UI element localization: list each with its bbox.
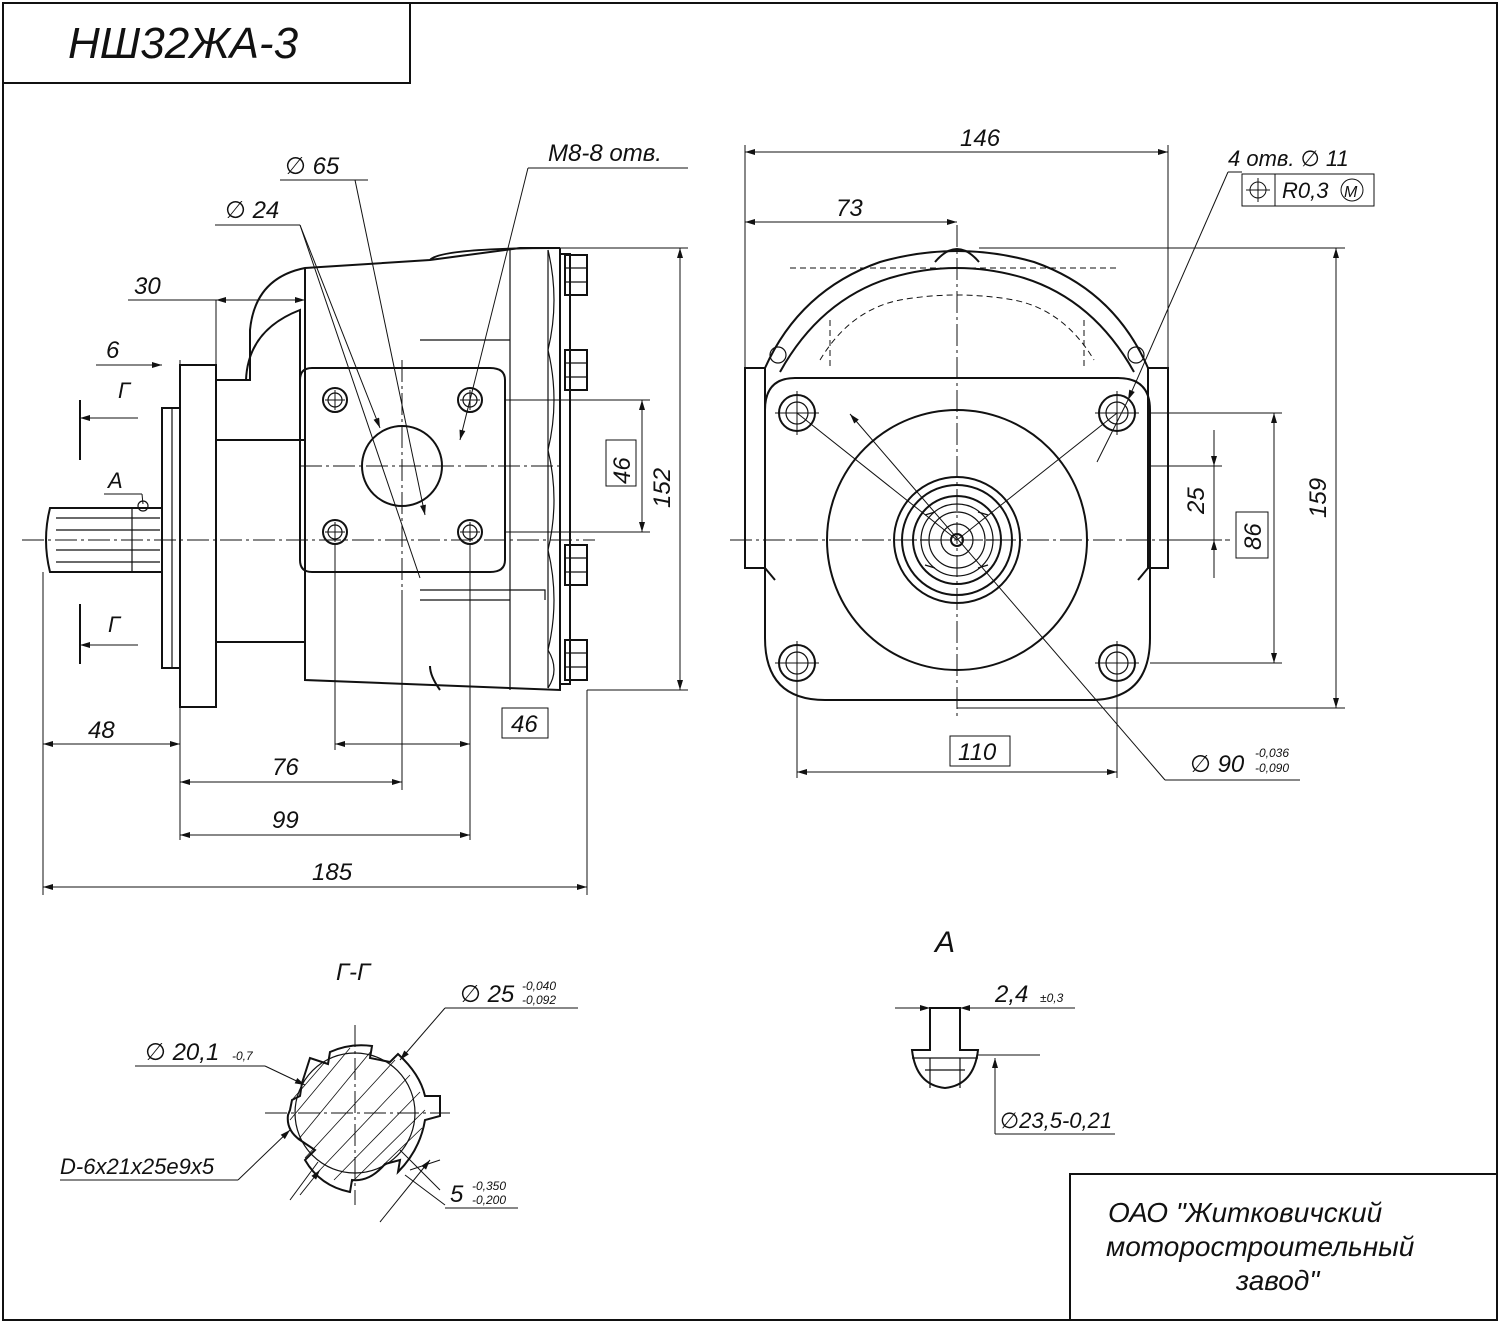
dim-146: 146: [960, 125, 1001, 152]
bolt-heads: [564, 254, 588, 681]
dim-152: 152: [649, 468, 676, 508]
svg-text:±0,3: ±0,3: [1040, 991, 1064, 1005]
dim-110: 110: [958, 739, 997, 766]
svg-text:-0,7: -0,7: [232, 1049, 254, 1063]
front-view: 146 73 4 отв. ∅ 11 R0,3 M: [730, 125, 1375, 781]
title-box: НШ32ЖА-3: [3, 3, 411, 84]
svg-text:-0,090: -0,090: [1255, 761, 1289, 775]
svg-text:-0,036: -0,036: [1255, 746, 1289, 760]
dim-d23-5: ∅23,5-0,21: [1000, 1108, 1112, 1133]
manufacturer-box: ОАО "Житковичский моторостроительный зав…: [1069, 1173, 1497, 1320]
dim-73: 73: [836, 195, 863, 222]
dim-d90: ∅ 90: [1190, 751, 1245, 778]
drawing-title: НШ32ЖА-3: [68, 19, 299, 68]
section-view: Г-Г ∅ 25 -0,040 -0,092 ∅ 20,1 -0,7 D-6x2…: [60, 959, 578, 1223]
dim-46-bottom: 46: [511, 711, 538, 738]
side-dimensions: 30 6 48 46 76 99: [42, 247, 688, 895]
svg-text:Г: Г: [118, 378, 132, 403]
dim-d24: ∅ 24: [225, 197, 279, 224]
groove-detail: [910, 1007, 980, 1090]
dim-5-section: 5: [450, 1181, 464, 1208]
dim-m8: М8-8 отв.: [548, 140, 662, 167]
dim-86: 86: [1240, 523, 1267, 550]
dim-46-side: 46: [609, 457, 636, 484]
dim-d65: ∅ 65: [285, 153, 340, 180]
svg-text:-0,200: -0,200: [472, 1193, 506, 1207]
position-tolerance-frame: R0,3 M: [1241, 173, 1375, 207]
dim-48: 48: [88, 717, 115, 744]
side-leaders: ∅ 65 ∅ 24 М8-8 отв.: [215, 140, 688, 579]
svg-text:M: M: [1344, 184, 1358, 201]
dim-d25-section: ∅ 25: [460, 981, 515, 1008]
manufacturer-line-3: завод": [1235, 1265, 1320, 1296]
spline-shaft: [45, 500, 163, 573]
spline-section: [286, 1044, 441, 1194]
dim-d20-section: ∅ 20,1: [145, 1039, 219, 1066]
svg-text:-0,350: -0,350: [472, 1179, 506, 1193]
svg-text:Г: Г: [108, 612, 122, 637]
front-flange: [764, 377, 1151, 701]
manufacturer-line-2: моторостроительный: [1106, 1231, 1415, 1262]
section-title: Г-Г: [336, 959, 372, 986]
svg-text:-0,092: -0,092: [522, 993, 556, 1007]
dim-76: 76: [272, 754, 299, 781]
side-view: Г Г А ∅ 65 ∅ 24 М8-8 отв.: [22, 140, 688, 895]
dim-99: 99: [272, 807, 299, 834]
svg-text:-0,040: -0,040: [522, 979, 556, 993]
manufacturer-line-1: ОАО "Житковичский: [1108, 1197, 1383, 1228]
section-markers: Г Г А: [79, 378, 144, 664]
detail-view: А 2,4 ±0,3 ∅23,5-0,21: [895, 926, 1115, 1135]
mounting-flange: [161, 364, 217, 708]
detail-title: А: [933, 926, 955, 959]
spline-spec: D-6x21x25e9x5: [60, 1154, 215, 1179]
pump-body: [304, 247, 571, 692]
detail-marker-a: А: [106, 468, 123, 493]
dim-6: 6: [106, 337, 120, 364]
dim-159: 159: [1305, 478, 1332, 518]
port-opening: [361, 425, 443, 507]
svg-text:R0,3: R0,3: [1282, 178, 1329, 203]
dim-2-4: 2,4: [994, 981, 1028, 1008]
front-dimensions: 146 73 4 отв. ∅ 11 R0,3 M: [744, 125, 1375, 781]
holes-callout: 4 отв. ∅ 11: [1228, 146, 1349, 171]
port-flange: [299, 367, 506, 573]
dim-30: 30: [134, 273, 161, 300]
dim-185: 185: [312, 859, 353, 886]
dim-25: 25: [1183, 487, 1210, 515]
